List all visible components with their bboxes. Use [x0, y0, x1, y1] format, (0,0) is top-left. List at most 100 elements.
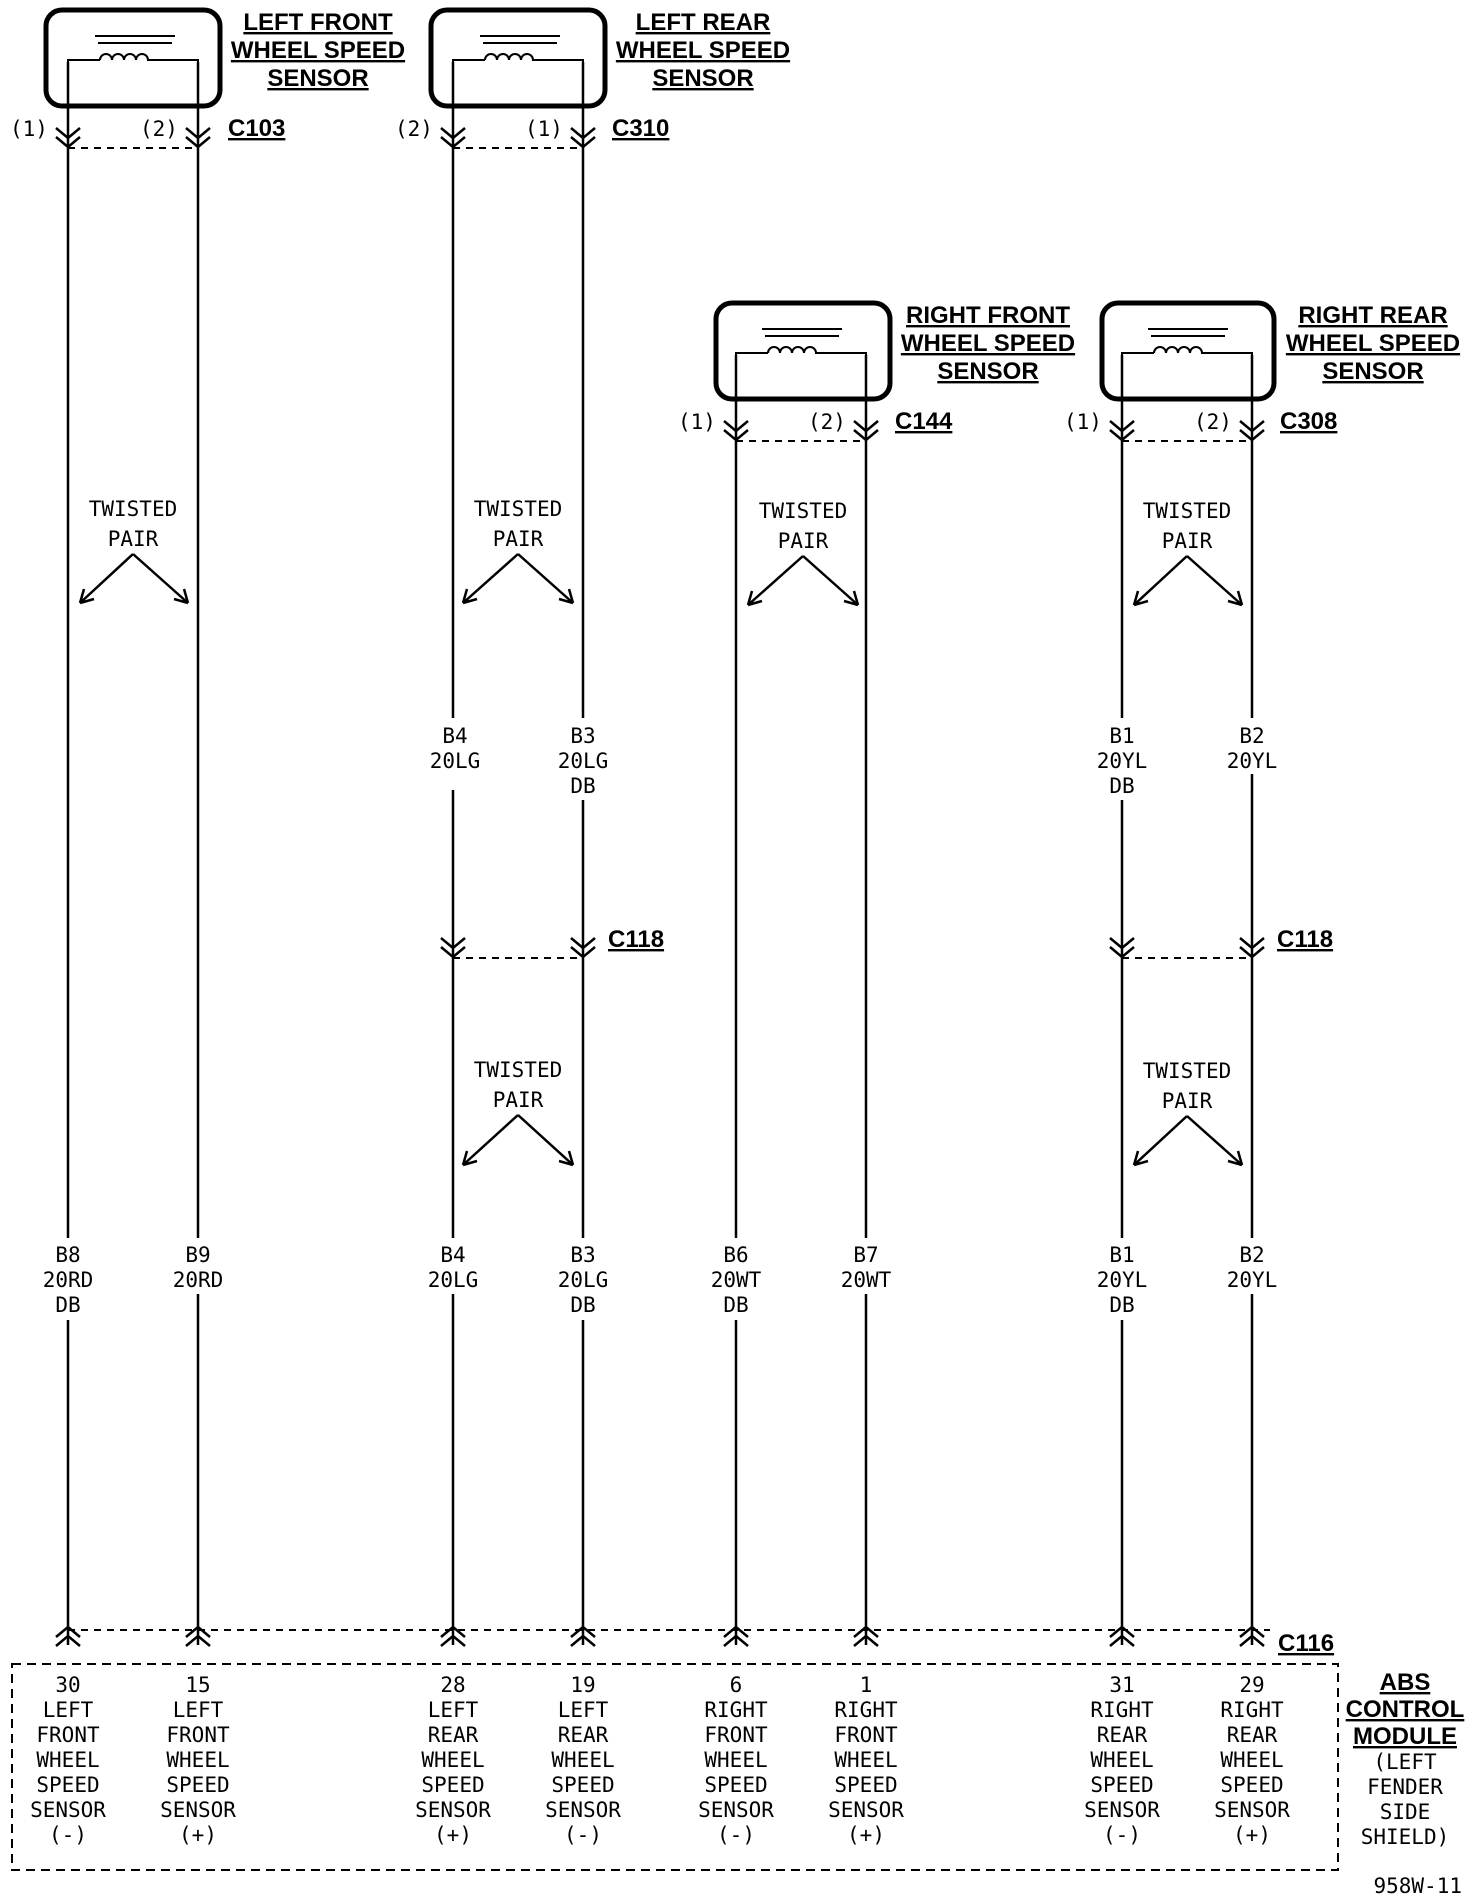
pin-desc-line: (-): [1103, 1823, 1141, 1847]
pin-desc-line: RIGHT: [704, 1698, 768, 1722]
wire-label-line: DB: [55, 1293, 80, 1317]
chevron-up-icon: [853, 1625, 879, 1647]
chevron-up-icon: [1109, 1625, 1135, 1647]
wire-label-line: 20WT: [711, 1268, 762, 1292]
wire-label-line: B7: [853, 1243, 878, 1267]
pin-desc-line: SPEED: [834, 1773, 897, 1797]
pin-desc-line: SENSOR: [828, 1798, 904, 1822]
connector-c308: (1) (2) C308: [1064, 408, 1337, 442]
wire-label-line: DB: [723, 1293, 748, 1317]
coil-icon: [735, 346, 867, 355]
twisted-pair-left-rear-upper: TWISTED PAIR: [461, 497, 575, 605]
module-pin-31: 31 RIGHT REAR WHEEL SPEED SENSOR (-): [1084, 1673, 1160, 1847]
sensor-title-line: SENSOR: [652, 65, 753, 92]
pin-desc-line: SPEED: [704, 1773, 767, 1797]
connector-label: C144: [895, 408, 953, 435]
sensor-box: [43, 7, 223, 109]
pin-desc-line: SPEED: [1090, 1773, 1153, 1797]
sensor-title-line: SENSOR: [267, 65, 368, 92]
twisted-pair-label: TWISTED: [474, 1058, 563, 1082]
chevron-down-icon: [185, 127, 211, 149]
pin-desc-line: SPEED: [1220, 1773, 1283, 1797]
connector-label: C308: [1280, 408, 1337, 435]
pin-desc-line: REAR: [1227, 1723, 1278, 1747]
sensor-left-front: [43, 7, 223, 109]
wire-label-line: DB: [1109, 774, 1134, 798]
wire-label-line: 20LG: [558, 1268, 609, 1292]
pin-desc-line: RIGHT: [1090, 1698, 1154, 1722]
wire-label-line: B1: [1109, 724, 1134, 748]
chevron-down-icon: [853, 420, 879, 442]
pin-desc-line: SENSOR: [415, 1798, 491, 1822]
pin-desc-line: WHEEL: [36, 1748, 99, 1772]
pin-desc-line: SENSOR: [545, 1798, 621, 1822]
chevron-up-icon: [440, 1625, 466, 1647]
pin-label: (1): [1064, 410, 1102, 434]
connector-label: C103: [228, 115, 285, 142]
sensor-title-line: SENSOR: [937, 358, 1038, 385]
connector-c144: (1) (2) C144: [678, 408, 953, 442]
pin-desc-line: SENSOR: [1214, 1798, 1290, 1822]
pin-label: (2): [808, 410, 846, 434]
sensor-title-left-front: LEFT FRONT WHEEL SPEED SENSOR: [231, 9, 405, 92]
sensor-title-line: LEFT REAR: [636, 9, 771, 36]
wire-label-line: B2: [1239, 1243, 1264, 1267]
connector-label: C310: [612, 115, 669, 142]
sensor-title-line: WHEEL SPEED: [231, 37, 405, 64]
wire-label-line: B4: [442, 724, 467, 748]
wire-label-line: B9: [185, 1243, 210, 1267]
chevron-up-icon: [1239, 1625, 1265, 1647]
pin-desc-line: WHEEL: [166, 1748, 229, 1772]
pin-desc-line: SPEED: [551, 1773, 614, 1797]
connector-label: C118: [608, 926, 664, 953]
pin-desc-line: REAR: [1097, 1723, 1148, 1747]
pin-desc-line: WHEEL: [421, 1748, 484, 1772]
pin-number: 6: [730, 1673, 743, 1697]
twisted-pair-label: TWISTED: [474, 497, 563, 521]
pin-desc-line: FRONT: [704, 1723, 768, 1747]
module-pin-28: 28 LEFT REAR WHEEL SPEED SENSOR (+): [415, 1673, 491, 1847]
coil-icon: [1121, 346, 1253, 355]
wires: [66, 62, 1254, 1645]
connector-c118-right: C118: [1109, 926, 1333, 959]
twisted-pair-arrows-icon: [461, 1114, 575, 1167]
pin-desc-line: WHEEL: [1220, 1748, 1283, 1772]
twisted-pair-arrows-icon: [746, 555, 860, 607]
module-pin-1: 1 RIGHT FRONT WHEEL SPEED SENSOR (+): [828, 1673, 904, 1847]
pin-desc-line: (+): [847, 1823, 885, 1847]
sensor-right-rear: [1099, 300, 1277, 402]
pin-number: 29: [1239, 1673, 1264, 1697]
pin-desc-line: LEFT: [428, 1698, 479, 1722]
twisted-pair-right-front: TWISTED PAIR: [746, 499, 860, 607]
chevron-down-icon: [570, 127, 596, 149]
wire-label-line: 20RD: [43, 1268, 94, 1292]
sensor-title-line: LEFT FRONT: [243, 9, 393, 36]
upper-wire-labels: B4 20LG B3 20LG DB B1 20YL DB B2 20YL: [430, 718, 1280, 800]
module-location-line: FENDER: [1367, 1775, 1443, 1799]
twisted-pair-label: PAIR: [493, 527, 544, 551]
sensor-right-front: [713, 300, 893, 402]
figure-id: 958W-11: [1373, 1874, 1462, 1898]
sensor-title-left-rear: LEFT REAR WHEEL SPEED SENSOR: [616, 9, 790, 92]
wire-label-line: B2: [1239, 724, 1264, 748]
pin-label: (1): [10, 117, 48, 141]
wire-label-line: DB: [570, 1293, 595, 1317]
module-title-line: CONTROL: [1346, 1696, 1465, 1723]
sensor-box: [1099, 300, 1277, 402]
twisted-pair-left-front: TWISTED PAIR: [78, 497, 190, 605]
sensor-left-rear: [428, 7, 608, 109]
wire-label-line: 20YL: [1097, 749, 1148, 773]
connector-c118-left: C118: [440, 926, 664, 959]
pin-number: 1: [860, 1673, 873, 1697]
wire-label-line: DB: [1109, 1293, 1134, 1317]
module-pin-6: 6 RIGHT FRONT WHEEL SPEED SENSOR (-): [698, 1673, 774, 1847]
wire-label-line: 20LG: [558, 749, 609, 773]
pin-desc-line: FRONT: [834, 1723, 898, 1747]
pin-desc-line: SENSOR: [160, 1798, 236, 1822]
wire-label-line: B3: [570, 724, 595, 748]
pin-desc-line: (+): [434, 1823, 472, 1847]
pin-desc-line: (-): [717, 1823, 755, 1847]
wire-label-line: 20WT: [841, 1268, 892, 1292]
wire-label-line: B4: [440, 1243, 465, 1267]
